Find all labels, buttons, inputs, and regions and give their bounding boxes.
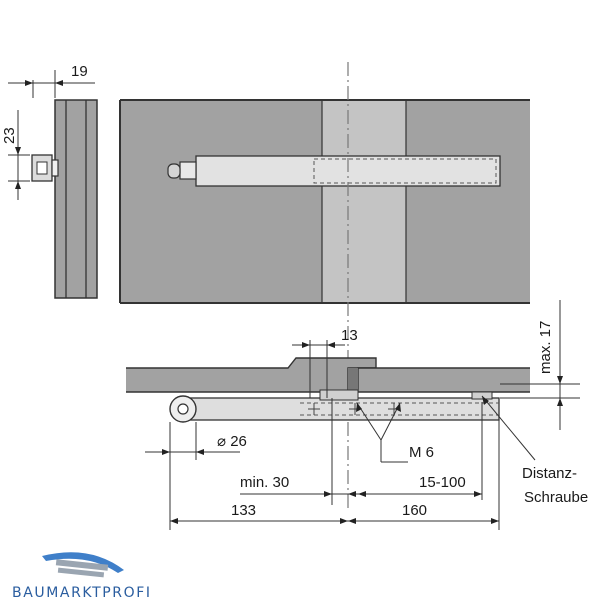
side-panel (54, 99, 98, 299)
dim-length-right: 160 (402, 502, 427, 519)
arrowhead (55, 80, 63, 86)
logo-bar (55, 559, 109, 571)
thread-callout: M 6 (356, 402, 434, 463)
hinge-knob-base (179, 161, 197, 180)
arrowhead (302, 342, 310, 348)
brand-logo: BAUMARKTPROFI (12, 552, 152, 601)
arrowhead (170, 518, 178, 524)
arrowhead (358, 491, 366, 497)
dim-thread: M 6 (409, 444, 434, 461)
arrowhead (348, 491, 356, 497)
front-mid-strip (322, 100, 406, 303)
spacer-screw-callout: Distanz- Schraube (481, 395, 588, 506)
arrowhead (557, 376, 563, 384)
dim-13-group: 13 (292, 327, 358, 398)
arrowhead (395, 403, 401, 412)
logo-swoosh (42, 552, 124, 573)
dim-min-distance: min. 30 (240, 474, 289, 491)
hinge-hidden-outline (313, 158, 497, 184)
arrowhead (356, 403, 362, 412)
dim-range: 15-100 (419, 474, 466, 491)
leader-line (481, 395, 536, 461)
arrowhead (327, 342, 335, 348)
front-view (119, 99, 530, 304)
arrowhead (15, 181, 21, 189)
hinge-side-detail (36, 161, 48, 175)
dim-side-height: 23 (1, 127, 18, 144)
label-spacer-screw-2: Schraube (524, 489, 588, 506)
arrowhead (340, 518, 348, 524)
arrowhead (491, 518, 499, 524)
arrowhead (482, 396, 489, 405)
dim-lengths-group: 133 160 (169, 420, 500, 530)
logo-bar (57, 567, 105, 578)
logo-text: BAUMARKTPROFI (12, 585, 152, 600)
arrowhead (15, 147, 21, 155)
dim-min30-group: min. 30 (240, 398, 358, 505)
spacer-screw-head (471, 391, 493, 400)
dim-diameter: ⌀ 26 (217, 433, 247, 450)
arrowhead (25, 80, 33, 86)
label-spacer-screw-1: Distanz- (522, 465, 577, 482)
hinge-body-section (182, 397, 500, 421)
hinge-mount (319, 389, 359, 401)
arrowhead (474, 491, 482, 497)
arrowhead (557, 398, 563, 406)
roller-axle (177, 403, 189, 415)
dim-offset: 13 (341, 327, 358, 344)
arrowhead (196, 449, 204, 455)
dim-range-group: 15-100 (358, 402, 483, 500)
dim-side-width: 19 (71, 63, 88, 80)
dim-diameter-group: ⌀ 26 (145, 422, 247, 460)
panel-gap (348, 368, 358, 392)
hinge-side-clip (51, 159, 59, 177)
dim-length-left: 133 (231, 502, 256, 519)
arrowhead (162, 449, 170, 455)
right-panel-section (358, 368, 530, 392)
dim-max17-group: max. 17 (500, 300, 580, 430)
hinge-knob (167, 163, 181, 179)
arrowhead (324, 491, 332, 497)
arrowhead (348, 518, 356, 524)
dim-max-offset: max. 17 (537, 321, 554, 374)
section-view (126, 357, 530, 423)
side-view: 19 23 (1, 63, 98, 299)
left-panel-section (126, 358, 376, 392)
